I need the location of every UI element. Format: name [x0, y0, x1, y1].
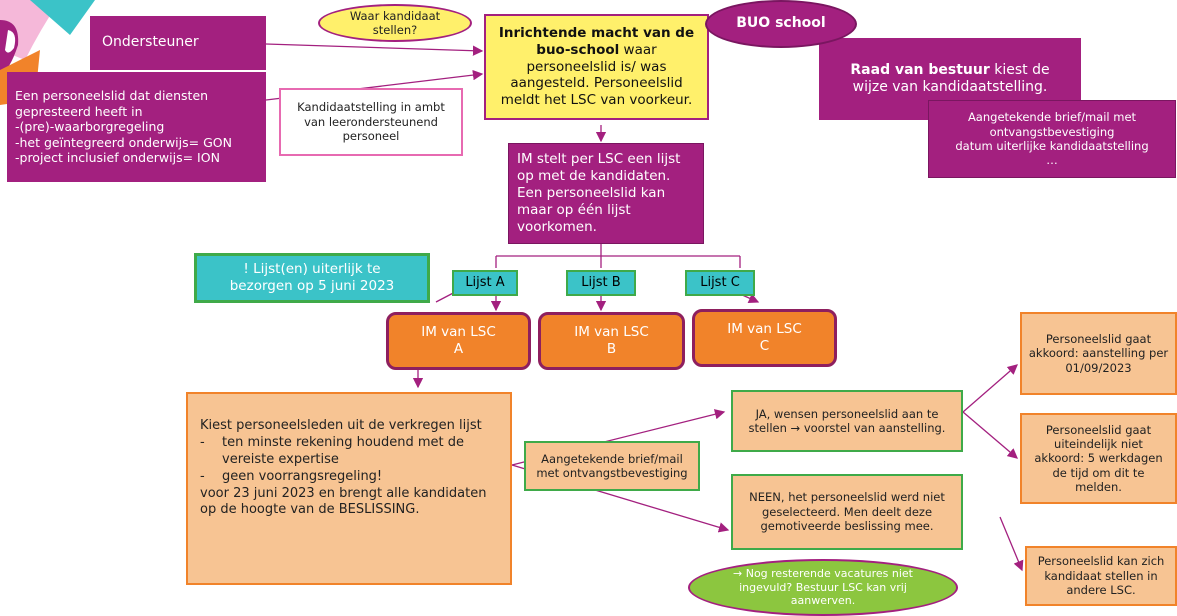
kiest-outro: voor 23 juni 2023 en brengt alle kandida… [200, 485, 487, 518]
ondersteuner-box: Ondersteuner [90, 16, 266, 70]
im-lsc-c-text: IM van LSC C [727, 321, 802, 354]
personeelslid-diensten-box: Een personeelslid dat diensten geprestee… [7, 72, 266, 182]
lijst-a-text: Lijst A [465, 274, 505, 290]
raad-van-bestuur-text: kiest de wijze van kandidaatstelling. [852, 61, 1050, 96]
kiest-intro: Kiest personeelsleden uit de verkregen l… [200, 418, 482, 433]
aangetekende-brief-top-box: Aangetekende brief/mail met ontvangstbev… [928, 100, 1176, 178]
aangetekende-brief-mid-box: Aangetekende brief/mail met ontvangstbev… [524, 441, 700, 491]
brief-top-line-3: … [1046, 153, 1058, 168]
inrichtende-macht-text: waar personeelslid is/ was aangesteld. P… [500, 41, 693, 109]
diensten-line-2: -(pre)-waarborgregeling [15, 119, 165, 135]
im-lsc-a-text: IM van LSC A [421, 324, 496, 357]
brief-top-line-2: datum uiterlijke kandidaatstelling [955, 139, 1149, 153]
buo-school-text: BUO school [736, 15, 826, 32]
kandidaatstelling-ambt-box: Kandidaatstelling in ambt van leeronders… [279, 88, 463, 156]
im-lsc-b-text: IM van LSC B [574, 324, 649, 357]
ja-text: JA, wensen personeelslid aan te stellen … [741, 407, 953, 436]
lijst-uiterlijk-box: ! Lijst(en) uiterlijk te bezorgen op 5 j… [194, 253, 430, 303]
lijst-uiterlijk-text: ! Lijst(en) uiterlijk te bezorgen op 5 j… [229, 261, 395, 294]
ja-label: JA, wensen personeelslid aan te stellen … [748, 406, 946, 435]
ondersteuner-text: Ondersteuner [102, 34, 199, 51]
kiest-bullet-2: geen voorrangsregeling! [222, 468, 383, 484]
neen-box: NEEN, het personeelslid werd niet gesele… [731, 474, 963, 550]
arrow-ondersteuner [265, 43, 484, 56]
im-lsc-b-box: IM van LSC B [538, 312, 685, 370]
kandidaatstelling-ambt-text: Kandidaatstelling in ambt van leeronders… [297, 100, 445, 144]
lijst-a-tag: Lijst A [452, 270, 518, 296]
brief-top-line-1: Aangetekende brief/mail met ontvangstbev… [967, 110, 1137, 139]
im-stelt-lijst-text: IM stelt per LSC een lijst op met de kan… [517, 151, 681, 235]
kiest-box: Kiest personeelsleden uit de verkregen l… [186, 392, 512, 585]
niet-akkoord-text: Personeelslid gaat uiteindelijk niet akk… [1034, 422, 1163, 495]
aangetekende-brief-mid-text: Aangetekende brief/mail met ontvangstbev… [536, 451, 688, 480]
arrow-ja-to-akkoord [962, 364, 1018, 413]
lijst-b-text: Lijst B [581, 274, 621, 290]
im-lsc-a-box: IM van LSC A [386, 312, 531, 370]
nog-resterende-text: → Nog resterende vacatures niet ingevuld… [733, 566, 913, 608]
lijst-c-tag: Lijst C [685, 270, 755, 296]
nog-resterende-ellipse: → Nog resterende vacatures niet ingevuld… [688, 559, 958, 616]
buo-school-ellipse: BUO school [705, 0, 857, 48]
lijst-c-text: Lijst C [700, 274, 740, 290]
diensten-line-1: Een personeelslid dat diensten geprestee… [15, 87, 209, 119]
inrichtende-macht-box: Inrichtende macht van de buo-school waar… [484, 14, 709, 120]
arrow-ja-to-niet-akkoord [962, 411, 1018, 459]
kiest-bullet-1: ten minste rekening houdend met de verei… [222, 434, 465, 467]
raad-van-bestuur-bold: Raad van bestuur [850, 61, 990, 78]
gaat-akkoord-text: Personeelslid gaat akkoord: aanstelling … [1028, 331, 1169, 375]
lijst-b-tag: Lijst B [566, 270, 636, 296]
kan-zich-text: Personeelslid kan zich kandidaat stellen… [1037, 554, 1165, 598]
gaat-akkoord-box: Personeelslid gaat akkoord: aanstelling … [1020, 312, 1177, 395]
arrow-to-kan-zich [999, 516, 1024, 572]
diensten-line-3: -het geïntegreerd onderwijs= GON [15, 134, 232, 150]
inrichtende-macht-bold: Inrichtende macht van de buo-school [498, 24, 695, 58]
im-lsc-c-box: IM van LSC C [692, 309, 837, 367]
neen-text: NEEN, het personeelslid werd niet gesele… [749, 490, 945, 534]
waar-kandidaat-ellipse: Waar kandidaat stellen? [318, 4, 472, 42]
niet-akkoord-box: Personeelslid gaat uiteindelijk niet akk… [1020, 413, 1177, 504]
waar-kandidaat-text: Waar kandidaat stellen? [349, 8, 441, 37]
kan-zich-box: Personeelslid kan zich kandidaat stellen… [1025, 546, 1177, 606]
im-stelt-lijst-box: IM stelt per LSC een lijst op met de kan… [508, 143, 704, 244]
ja-box: JA, wensen personeelslid aan te stellen … [731, 390, 963, 452]
diensten-line-4: -project inclusief onderwijs= ION [15, 150, 220, 166]
